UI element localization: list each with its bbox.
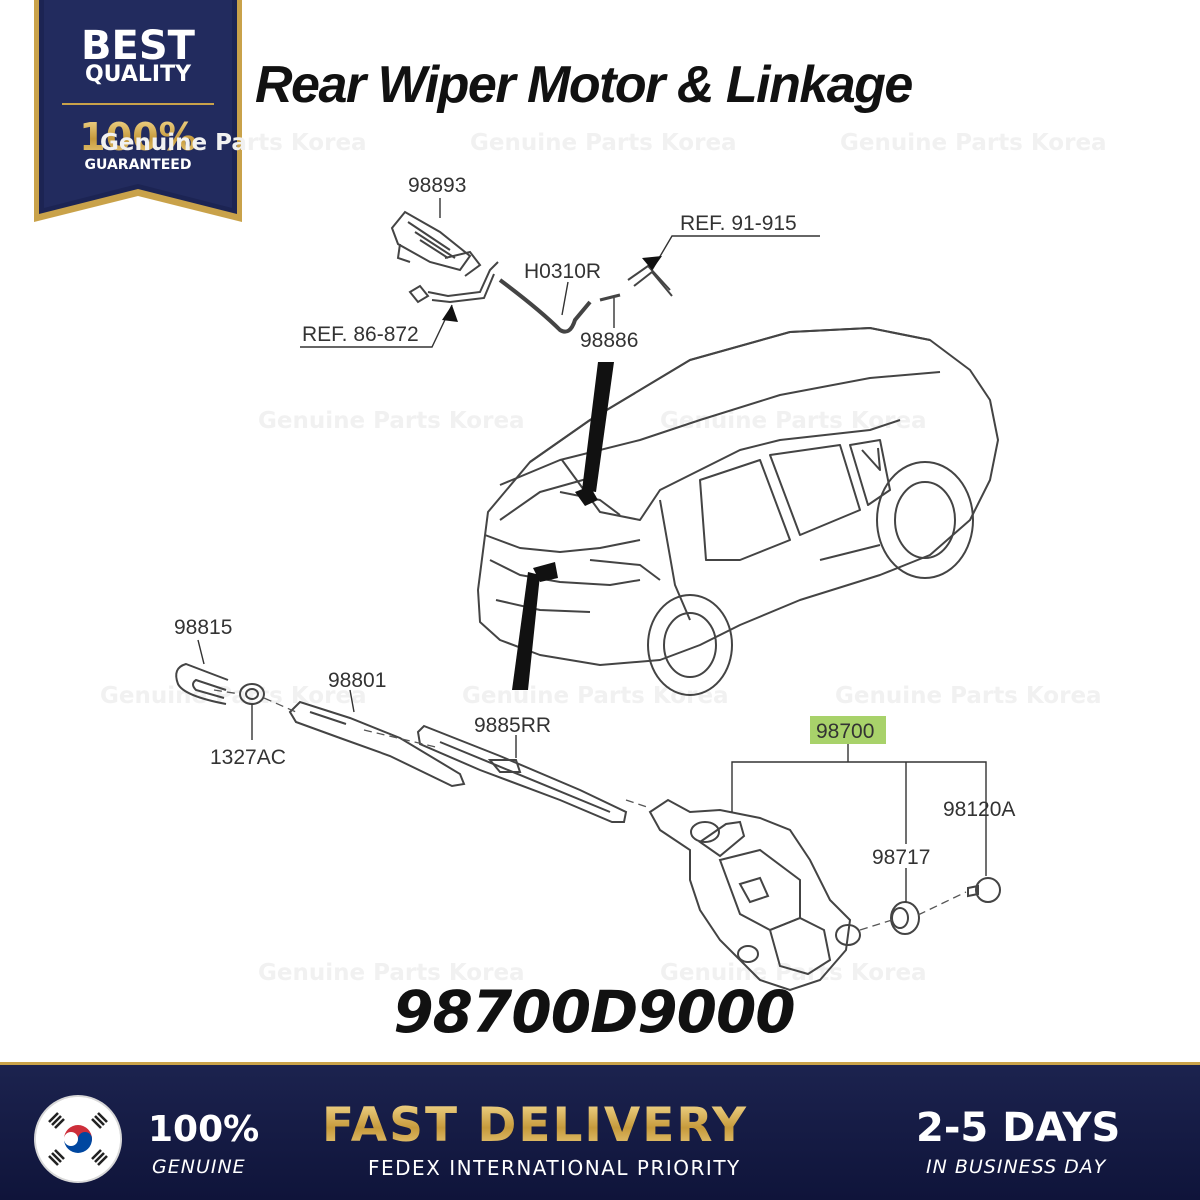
- badge-line-quality: QUALITY: [84, 62, 192, 87]
- label-ref-91-915: REF. 91-915: [680, 212, 797, 235]
- label-98717: 98717: [872, 846, 930, 869]
- watermark: Genuine Parts Korea: [660, 408, 927, 434]
- watermark: Genuine Parts Korea: [470, 130, 737, 156]
- label-9885rr: 9885RR: [474, 714, 551, 737]
- footer-banner: [0, 1062, 1200, 1200]
- label-98801: 98801: [328, 669, 386, 692]
- label-98120a: 98120A: [943, 798, 1015, 821]
- business-day-label: IN BUSINESS DAY: [926, 1156, 1107, 1178]
- label-98815: 98815: [174, 616, 232, 639]
- fast-delivery-title: FAST DELIVERY: [322, 1098, 749, 1153]
- page-title: Rear Wiper Motor & Linkage: [255, 56, 913, 114]
- car-illustration: [477, 327, 999, 696]
- parts-diagram: Genuine Parts Korea Genuine Parts Korea …: [100, 130, 1107, 992]
- watermark: Genuine Parts Korea: [258, 960, 525, 986]
- badge-line-best: BEST: [81, 23, 195, 69]
- best-quality-badge-icon: [34, 0, 242, 222]
- badge-line-percent: 100%: [34, 118, 242, 156]
- watermark: Genuine Parts Korea: [462, 683, 729, 709]
- part-number: 98700D9000: [0, 978, 1200, 1046]
- label-98893: 98893: [408, 174, 466, 197]
- watermark: Genuine Parts Korea: [258, 408, 525, 434]
- watermark: Genuine Parts Korea: [840, 130, 1107, 156]
- badge-line-guaranteed: GUARANTEED: [84, 157, 192, 173]
- label-ref-86-872: REF. 86-872: [302, 323, 419, 346]
- label-1327ac: 1327AC: [210, 746, 286, 769]
- fedex-priority-label: FEDEX INTERNATIONAL PRIORITY: [368, 1156, 741, 1180]
- label-h0310r: H0310R: [524, 260, 601, 283]
- genuine-label: GENUINE: [152, 1156, 246, 1178]
- watermark: Genuine Parts Korea: [835, 683, 1102, 709]
- watermark: Genuine Parts Korea: [100, 683, 367, 709]
- label-98700: 98700: [816, 720, 874, 743]
- label-98886: 98886: [580, 329, 638, 352]
- footer-divider: [0, 1062, 1200, 1065]
- part-number-text: 98700D9000: [393, 978, 795, 1046]
- genuine-percent: 100%: [148, 1109, 260, 1150]
- watermark: Genuine Parts Korea: [100, 130, 367, 156]
- delivery-days: 2-5 DAYS: [916, 1105, 1121, 1151]
- korea-flag-icon: [36, 1097, 120, 1181]
- watermark: Genuine Parts Korea: [660, 960, 927, 986]
